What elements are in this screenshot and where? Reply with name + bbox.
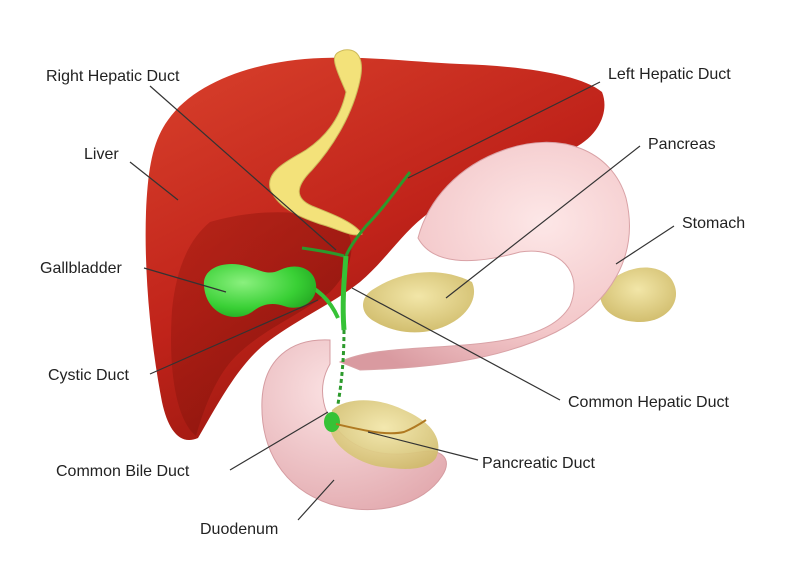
- common-bile-duct-path: [336, 329, 346, 405]
- pancreas: [363, 272, 475, 333]
- label-pancreas: Pancreas: [648, 136, 716, 153]
- leader-right-hepatic-duct: [149, 85, 337, 251]
- leader-pancreatic-duct: [367, 431, 479, 461]
- leader-common-hepatic-duct: [351, 287, 561, 401]
- leader-liver: [129, 161, 179, 201]
- leader-gallbladder: [143, 267, 227, 293]
- gallbladder: [203, 264, 317, 317]
- label-right-hepatic-duct: Right Hepatic Duct: [46, 68, 180, 85]
- label-common-bile-duct: Common Bile Duct: [56, 463, 190, 480]
- liver: [145, 57, 605, 441]
- label-stomach: Stomach: [682, 215, 746, 232]
- label-pancreatic-duct: Pancreatic Duct: [482, 455, 595, 472]
- label-common-hepatic-duct: Common Hepatic Duct: [568, 394, 729, 411]
- label-left-hepatic-duct: Left Hepatic Duct: [608, 66, 731, 83]
- pancreas-tail: [599, 267, 677, 322]
- label-duodenum: Duodenum: [200, 521, 279, 538]
- leader-stomach: [615, 225, 675, 265]
- liver-underside: [171, 212, 352, 436]
- label-gallbladder: Gallbladder: [40, 260, 122, 277]
- falciform-ligament: [269, 49, 363, 236]
- right-hepatic-duct-path: [301, 246, 345, 258]
- leader-pancreas: [445, 145, 641, 299]
- label-liver: Liver: [84, 146, 119, 163]
- pancreatic-duct-path: [335, 419, 427, 435]
- leader-left-hepatic-duct: [407, 81, 601, 179]
- leader-duodenum: [297, 479, 335, 521]
- label-cystic-duct: Cystic Duct: [48, 367, 129, 384]
- stomach: [338, 141, 630, 371]
- leader-cystic-duct: [149, 299, 319, 375]
- ampulla: [324, 412, 340, 432]
- common-hepatic-duct-path: [340, 255, 349, 331]
- pancreas-head: [330, 400, 439, 469]
- leader-common-bile-duct: [229, 411, 329, 471]
- leader-lines: [129, 81, 675, 521]
- left-hepatic-duct-path: [344, 171, 412, 257]
